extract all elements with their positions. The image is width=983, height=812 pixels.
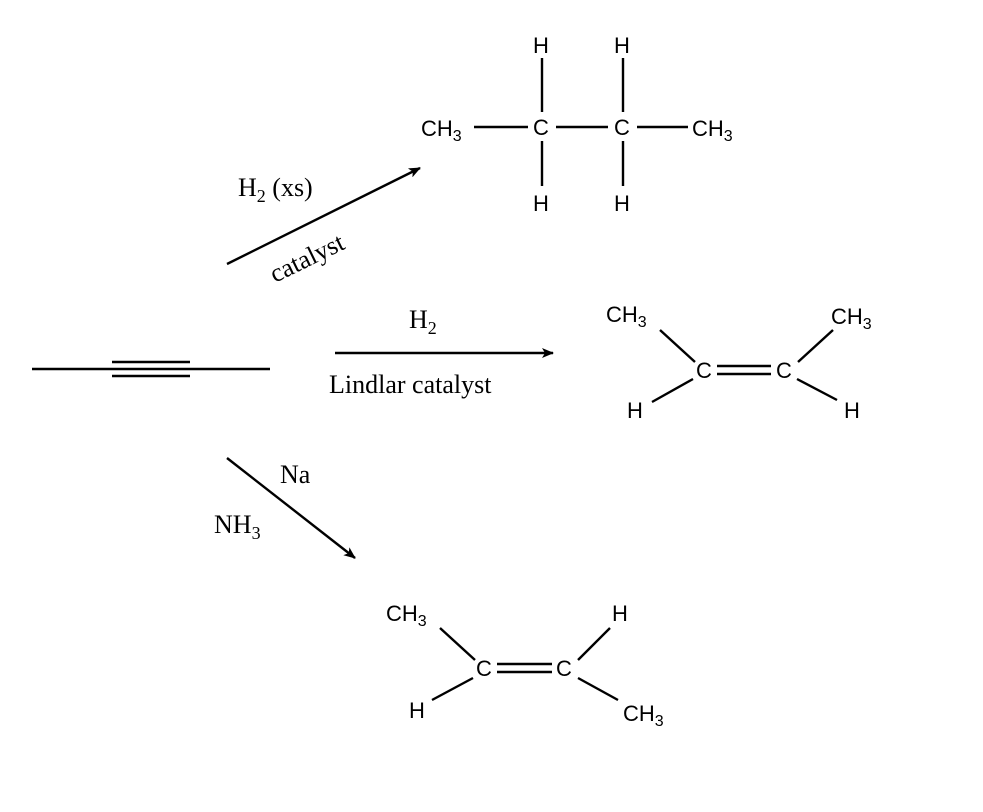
arrow-dissolving-metal: Na NH3 xyxy=(214,457,356,559)
atom-h: H xyxy=(533,33,549,58)
atom-ch3: CH3 xyxy=(421,116,462,145)
atom-h: H xyxy=(533,191,549,216)
solvent-nh3: NH3 xyxy=(214,510,261,543)
reagent-h2-xs: H2 (xs) xyxy=(238,173,313,206)
atom-c: C xyxy=(476,656,492,681)
reaction-arrow xyxy=(226,457,356,559)
reagent-na: Na xyxy=(280,460,311,489)
alkyne-2-butyne xyxy=(32,360,270,378)
product-trans-2-butene: CH3 H C C H CH3 xyxy=(386,601,664,730)
reaction-arrow xyxy=(226,166,421,266)
atom-h: H xyxy=(409,698,425,723)
product-butane: CH3 C C CH3 H H H H xyxy=(421,33,733,216)
atom-h: H xyxy=(627,398,643,423)
atom-h: H xyxy=(612,601,628,626)
product-cis-2-butene: CH3 CH3 C C H H xyxy=(606,302,872,423)
condition-lindlar-catalyst: Lindlar catalyst xyxy=(329,370,492,399)
arrow-lindlar: H2 Lindlar catalyst xyxy=(329,305,554,399)
atom-ch3: CH3 xyxy=(606,302,647,331)
reagent-h2: H2 xyxy=(409,305,437,338)
condition-catalyst: catalyst xyxy=(265,227,350,288)
atom-c: C xyxy=(614,115,630,140)
atom-c: C xyxy=(776,358,792,383)
atom-ch3: CH3 xyxy=(386,601,427,630)
atom-c: C xyxy=(556,656,572,681)
atom-ch3: CH3 xyxy=(831,304,872,333)
arrow-full-hydrogenation: H2 (xs) catalyst xyxy=(226,166,421,288)
atom-c: C xyxy=(696,358,712,383)
atom-h: H xyxy=(614,33,630,58)
atom-h: H xyxy=(844,398,860,423)
atom-c: C xyxy=(533,115,549,140)
atom-ch3: CH3 xyxy=(692,116,733,145)
atom-ch3: CH3 xyxy=(623,701,664,730)
atom-h: H xyxy=(614,191,630,216)
